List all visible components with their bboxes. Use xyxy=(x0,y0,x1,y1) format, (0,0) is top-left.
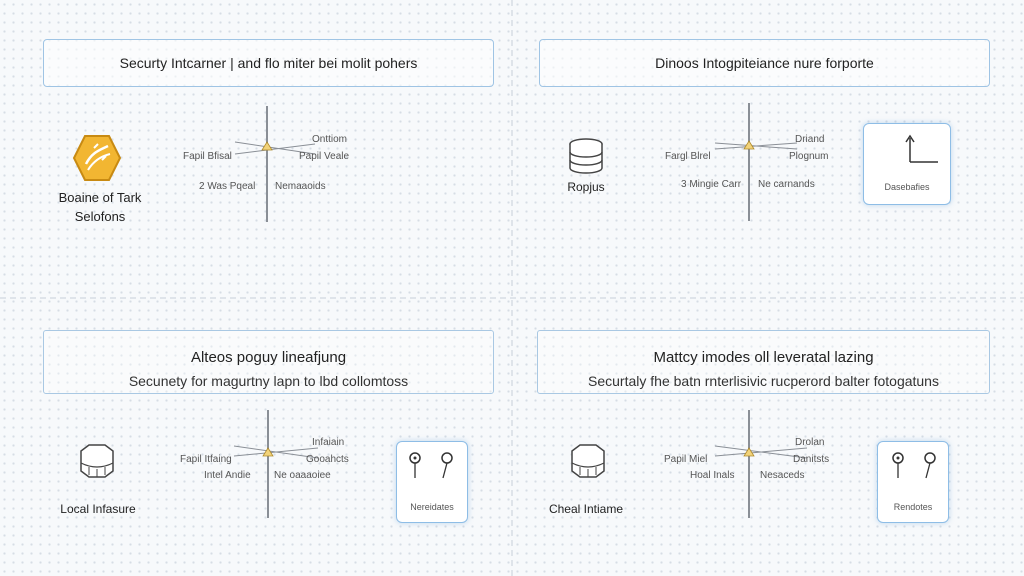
top-right-conn-bottom-left: 3 Mingie Carr xyxy=(681,179,742,190)
top-left-title: Securty Intcarner | and flo miter bei mo… xyxy=(119,55,418,71)
top-left-conn-left: Fapil Bfisal xyxy=(183,151,232,162)
bottom-left-card-label: Nereidates xyxy=(410,502,454,512)
bottom-left-panel: Alteos poguy lineafjung Secunety for mag… xyxy=(43,330,494,394)
bottom-right-node-label: Cheal Intiame xyxy=(548,502,624,516)
database-stack-icon xyxy=(569,138,603,174)
link-nodes-icon xyxy=(409,452,453,479)
bottom-right-card-label: Rendotes xyxy=(893,502,933,512)
top-left-conn-bottom-right: Nemaaoids xyxy=(275,181,326,192)
bottom-left-conn-bottom-right: Ne oaaaoiee xyxy=(274,470,331,481)
bottom-left-connector xyxy=(233,410,319,518)
top-right-conn-bottom-right: Ne carnands xyxy=(758,179,815,190)
bottom-left-node-label: Local Infasure xyxy=(60,502,136,516)
vertical-divider xyxy=(511,0,513,576)
bottom-right-conn-left: Papil Miel xyxy=(664,454,708,465)
top-right-card-label: Dasebafies xyxy=(884,182,930,192)
bottom-right-conn-right: Danitsts xyxy=(793,454,830,465)
bottom-right-conn-bottom-left: Hoal Inals xyxy=(690,470,735,481)
top-right-conn-left: Fargl Blrel xyxy=(665,151,711,162)
top-right-conn-top: Driand xyxy=(795,134,825,145)
bottom-left-heading: Alteos poguy lineafjung xyxy=(190,349,347,366)
bottom-left-conn-top: Infaiain xyxy=(312,437,345,448)
top-left-conn-bottom-left: 2 Was Pqeal xyxy=(199,181,256,192)
bottom-right-heading: Mattcy imodes oll leveratal lazing xyxy=(653,349,874,366)
top-right-title: Dinoos Intogpiteiance nure forporte xyxy=(655,55,874,71)
top-right-title-box: Dinoos Intogpiteiance nure forporte xyxy=(539,39,990,87)
top-left-node-label-line1: Boaine of Tark xyxy=(58,190,142,205)
top-left-node-label-line2: Selofons xyxy=(74,209,126,224)
bottom-right-panel: Mattcy imodes oll leveratal lazing Secur… xyxy=(537,330,990,394)
bottom-left-subheading: Secunety for magurtny lapn to lbd collom… xyxy=(128,373,409,389)
top-right-conn-right: Plognum xyxy=(789,151,829,162)
link-nodes-icon xyxy=(892,452,936,479)
bottom-right-conn-top: Drolan xyxy=(795,437,825,448)
bottom-left-card[interactable]: Nereidates xyxy=(396,441,468,523)
server-cup-icon xyxy=(80,444,114,478)
top-right-connector xyxy=(714,103,798,221)
bottom-left-conn-left: Fapil Itfaing xyxy=(180,454,232,465)
chart-axis-icon xyxy=(905,134,938,163)
top-left-conn-right: Papil Veale xyxy=(299,151,350,162)
top-left-node-label: Boaine of Tark Selofons xyxy=(38,188,162,226)
bottom-left-conn-bottom-left: Intel Andie xyxy=(204,470,251,481)
top-right-node-label: Ropjus xyxy=(567,180,605,194)
horizontal-divider xyxy=(0,297,1024,299)
hexagon-icon xyxy=(72,135,122,181)
top-right-card[interactable]: Dasebafies xyxy=(863,123,951,205)
bottom-right-connector xyxy=(714,410,808,518)
bottom-right-subheading: Securtaly fhe batn rnterlisivic rucperor… xyxy=(588,373,939,389)
top-left-title-box: Securty Intcarner | and flo miter bei mo… xyxy=(43,39,494,87)
bottom-right-card[interactable]: Rendotes xyxy=(877,441,949,523)
bottom-right-conn-bottom-right: Nesaceds xyxy=(760,470,805,481)
server-cup-icon xyxy=(571,444,605,478)
top-left-conn-top: Onttiom xyxy=(312,134,348,145)
top-left-connector xyxy=(234,106,316,222)
bottom-left-conn-right: Gooahcts xyxy=(306,454,349,465)
